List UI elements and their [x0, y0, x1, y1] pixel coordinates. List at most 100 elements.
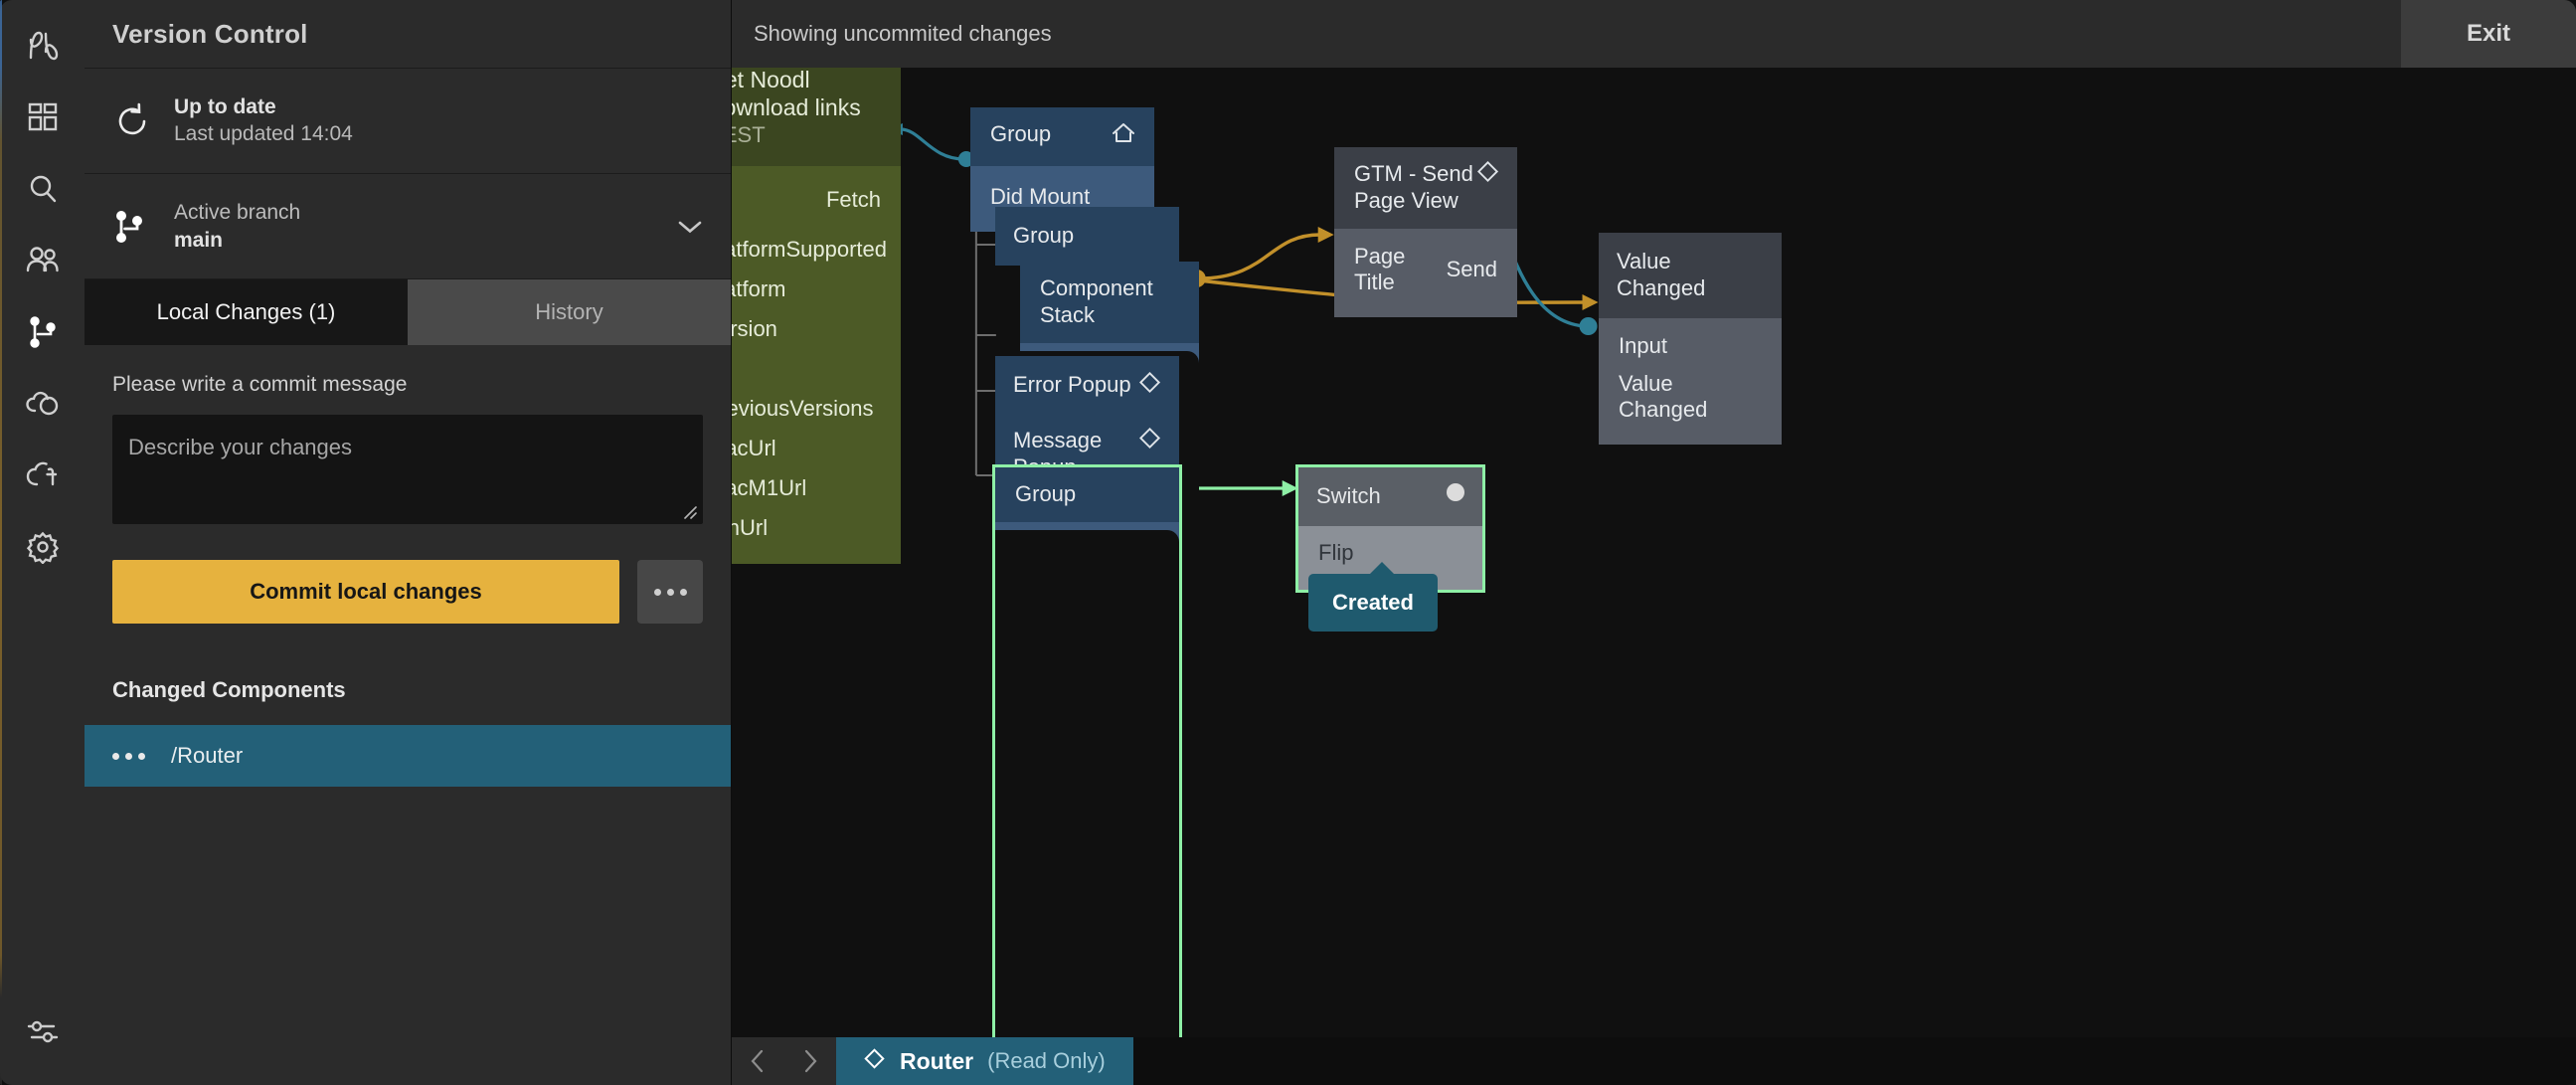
cloud-functions-icon[interactable] — [9, 440, 77, 511]
rest-port-winUrl[interactable]: winUrl — [732, 514, 769, 540]
chevron-down-icon[interactable] — [663, 219, 703, 235]
icon-rail-top-group — [9, 0, 77, 583]
diamond-icon — [864, 1047, 886, 1075]
node-group-click[interactable]: Group Click — [992, 464, 1182, 1037]
active-branch-row[interactable]: Active branch main — [85, 174, 731, 279]
page-title: Version Control — [112, 18, 308, 49]
node-group-child[interactable]: Group — [995, 207, 1179, 266]
cloud-services-icon[interactable] — [9, 368, 77, 440]
node-title: GTM - Send Page View — [1354, 161, 1473, 213]
rest-port-previousVersions[interactable]: previousVersions — [732, 395, 874, 421]
node-title: Group — [990, 121, 1052, 146]
sync-status-title: Up to date — [174, 94, 276, 118]
commit-local-changes-button[interactable]: Commit local changes — [112, 560, 619, 624]
node-value-changed[interactable]: Value Changed Input Value Changed — [1599, 233, 1782, 445]
noodl-logo-icon[interactable] — [9, 10, 77, 82]
port-did-mount[interactable]: Did Mount — [990, 183, 1091, 209]
port-click[interactable]: Click — [995, 529, 1179, 1037]
node-header: Group — [995, 207, 1179, 266]
rest-port-platform[interactable]: platform — [732, 275, 786, 301]
rest-port-macUrl[interactable]: macUrl — [732, 435, 776, 460]
commit-message-input[interactable]: Describe your changes — [112, 415, 703, 524]
status-dot-icon — [1447, 483, 1464, 501]
node-graph-canvas[interactable]: Get Noodl Download links REST Fetch plat… — [732, 68, 2576, 1037]
branch-icon — [112, 207, 174, 247]
commit-message-label: Please write a commit message — [112, 373, 408, 396]
created-badge-label: Created — [1332, 590, 1414, 615]
port-page-title[interactable]: Page Title — [1354, 243, 1406, 294]
list-item[interactable]: /Router — [85, 725, 731, 787]
version-control-panel: Version Control Up to date Last updated … — [85, 0, 732, 1085]
node-header: Switch — [1298, 467, 1482, 526]
chevron-right-icon[interactable] — [790, 1037, 830, 1085]
node-body: Click — [995, 521, 1179, 1037]
window-edge-accent — [0, 0, 2, 1085]
node-title: Component Stack — [1040, 275, 1153, 327]
node-error-popup[interactable]: Error Popup — [995, 356, 1179, 417]
icon-rail-bottom-group — [9, 995, 77, 1085]
node-title: Error Popup — [1013, 372, 1131, 397]
tab-router[interactable]: Router (Read Only) — [836, 1037, 1133, 1085]
exit-button[interactable]: Exit — [2401, 0, 2576, 68]
commit-section: Please write a commit message Describe y… — [85, 345, 731, 624]
changed-components-list: /Router — [85, 725, 731, 787]
settings-gear-icon[interactable] — [9, 511, 77, 583]
uncommitted-changes-message: Showing uncommited changes — [754, 21, 1052, 46]
port-value-changed[interactable]: Value Changed — [1619, 370, 1708, 422]
commit-message-placeholder: Describe your changes — [128, 435, 353, 459]
active-branch-label: Active branch — [174, 201, 301, 225]
active-branch-text: Active branch main — [174, 199, 663, 254]
panel-filler — [85, 787, 731, 1085]
editor-topbar: Showing uncommited changes Exit — [732, 0, 2576, 69]
version-control-header: Version Control — [85, 0, 731, 69]
node-header: Group — [970, 107, 1154, 166]
diamond-icon — [1138, 427, 1161, 456]
rest-node-get-noodl-download-links[interactable]: Get Noodl Download links REST Fetch plat… — [732, 68, 901, 564]
rest-node-subtitle: REST — [732, 122, 766, 148]
resize-grip-icon[interactable] — [681, 503, 697, 519]
icon-rail — [0, 0, 85, 1085]
sliders-icon[interactable] — [9, 995, 77, 1067]
rest-port-platformSupported[interactable]: platformSupported — [732, 236, 887, 262]
row-menu-icon[interactable] — [112, 752, 145, 760]
canvas-nav-arrows — [732, 1037, 836, 1085]
node-switch[interactable]: Switch Flip — [1295, 464, 1485, 593]
refresh-icon — [112, 101, 174, 141]
users-icon[interactable] — [9, 225, 77, 296]
commit-actions: Commit local changes — [112, 560, 703, 624]
port-input[interactable]: Input — [1619, 332, 1667, 358]
sync-status-row[interactable]: Up to date Last updated 14:04 — [85, 69, 731, 174]
node-title: Value Changed — [1617, 249, 1706, 300]
port-flip[interactable]: Flip — [1318, 539, 1354, 565]
version-control-branch-icon[interactable] — [9, 296, 77, 368]
node-title: Group — [1015, 481, 1077, 506]
editor-bottombar: Router (Read Only) — [732, 1037, 2576, 1085]
port-send[interactable]: Send — [1446, 256, 1497, 281]
node-header: Value Changed — [1599, 233, 1782, 318]
rest-node-title: Get Noodl Download links — [732, 68, 861, 121]
node-body: Flip — [1298, 525, 1482, 590]
status-badge: Created — [1308, 574, 1438, 632]
node-gtm-send-page-view[interactable]: GTM - Send Page View Page Title Send — [1334, 147, 1517, 317]
changed-components-heading: Changed Components — [112, 677, 346, 702]
diamond-icon — [1476, 160, 1499, 190]
node-title: Group — [1013, 223, 1075, 248]
rest-port-version[interactable]: version — [732, 315, 777, 341]
rest-port-url[interactable]: url — [732, 349, 901, 389]
home-icon — [1111, 121, 1136, 152]
rest-port-macM1Url[interactable]: macM1Url — [732, 474, 807, 500]
components-grid-icon[interactable] — [9, 82, 77, 153]
search-icon[interactable] — [9, 153, 77, 225]
rest-port-fetch[interactable]: Fetch — [825, 186, 881, 212]
tab-local-changes[interactable]: Local Changes (1) — [85, 279, 408, 345]
ellipsis-icon — [653, 588, 687, 596]
changed-component-name: /Router — [171, 743, 244, 768]
port-row-page-title-send[interactable]: Page Title Send — [1334, 238, 1517, 301]
tab-history[interactable]: History — [408, 279, 731, 345]
chevron-left-icon[interactable] — [738, 1037, 777, 1085]
sync-status-text: Up to date Last updated 14:04 — [174, 93, 703, 149]
rest-node-header: Get Noodl Download links REST — [732, 68, 901, 166]
commit-more-options-button[interactable] — [637, 560, 703, 624]
sync-status-subtitle: Last updated 14:04 — [174, 121, 353, 145]
